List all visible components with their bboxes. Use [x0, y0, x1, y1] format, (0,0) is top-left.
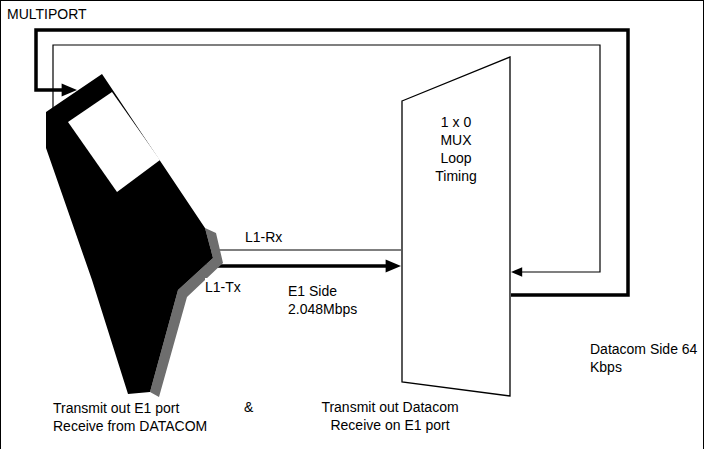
mux-outline — [401, 56, 511, 398]
signal-connector — [206, 259, 401, 272]
connector-line — [206, 264, 390, 268]
tester-device: Transmit out E1 port Receive from DATACO… — [41, 73, 221, 435]
arrow-head — [511, 267, 522, 277]
mux-trapezoid: 1 x 0 MUX Loop Timing — [401, 56, 511, 398]
mux-caption: Transmit out Datacom Receive on E1 port — [300, 398, 480, 434]
device-screen — [68, 92, 160, 192]
frame-title: MULTIPORT — [7, 5, 87, 23]
mux-label: 1 x 0 MUX Loop Timing — [428, 113, 484, 185]
mux-outline-path — [402, 57, 510, 396]
arrow-head — [386, 259, 401, 272]
ampersand: & — [244, 398, 253, 416]
signal-name: L1-Tx — [205, 278, 241, 296]
signal-name: L1-Rx — [245, 228, 282, 246]
device-caption: Transmit out E1 port Receive from DATACO… — [53, 399, 231, 435]
e1-side-label: E1 Side 2.048Mbps — [288, 282, 370, 318]
datacom-side-label: Datacom Side 64 Kbps — [590, 340, 698, 376]
connector-line — [190, 249, 401, 250]
device-body — [46, 74, 213, 394]
